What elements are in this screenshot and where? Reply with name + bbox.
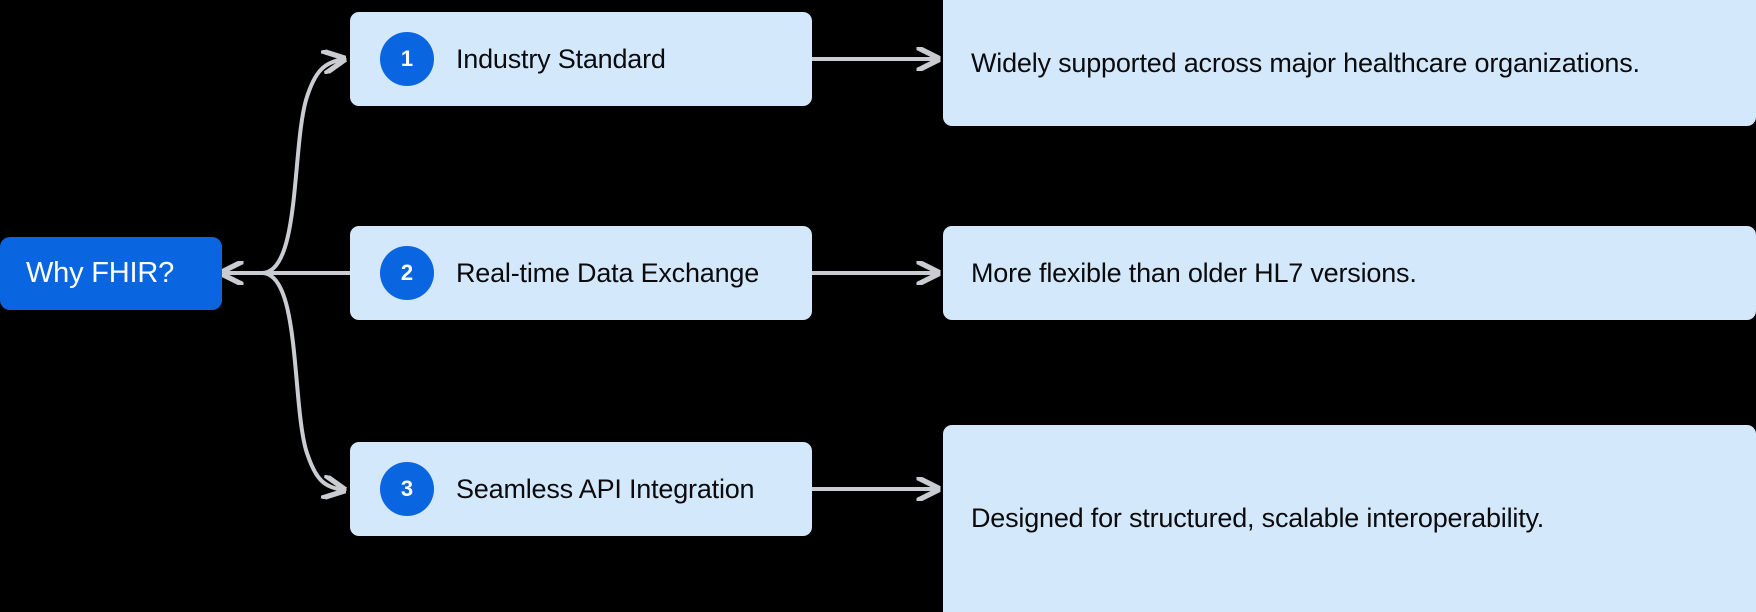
description-text-2: More flexible than older HL7 versions. xyxy=(971,257,1417,288)
edge-root-to-node-3 xyxy=(261,271,344,490)
edge-root-to-node-1 xyxy=(261,59,344,275)
branch-node-3[interactable]: 3 Seamless API Integration xyxy=(350,442,812,536)
description-node-2[interactable]: More flexible than older HL7 versions. xyxy=(943,226,1756,320)
branch-node-label-1: Industry Standard xyxy=(456,43,666,74)
description-text-1: Widely supported across major healthcare… xyxy=(971,47,1640,78)
branch-node-1[interactable]: 1 Industry Standard xyxy=(350,12,812,106)
branch-node-label-2: Real-time Data Exchange xyxy=(456,257,760,288)
description-node-1[interactable]: Widely supported across major healthcare… xyxy=(943,0,1756,126)
root-node-label: Why FHIR? xyxy=(26,257,175,289)
description-node-3[interactable]: Designed for structured, scalable intero… xyxy=(943,425,1756,612)
branch-node-2[interactable]: 2 Real-time Data Exchange xyxy=(350,226,812,320)
branch-number-badge-1: 1 xyxy=(380,32,434,86)
description-text-3: Designed for structured, scalable intero… xyxy=(971,503,1545,534)
branch-number-badge-2: 2 xyxy=(380,246,434,300)
branch-number-badge-3: 3 xyxy=(380,462,434,516)
branch-node-label-3: Seamless API Integration xyxy=(456,473,755,504)
root-node[interactable]: Why FHIR? xyxy=(0,237,222,310)
